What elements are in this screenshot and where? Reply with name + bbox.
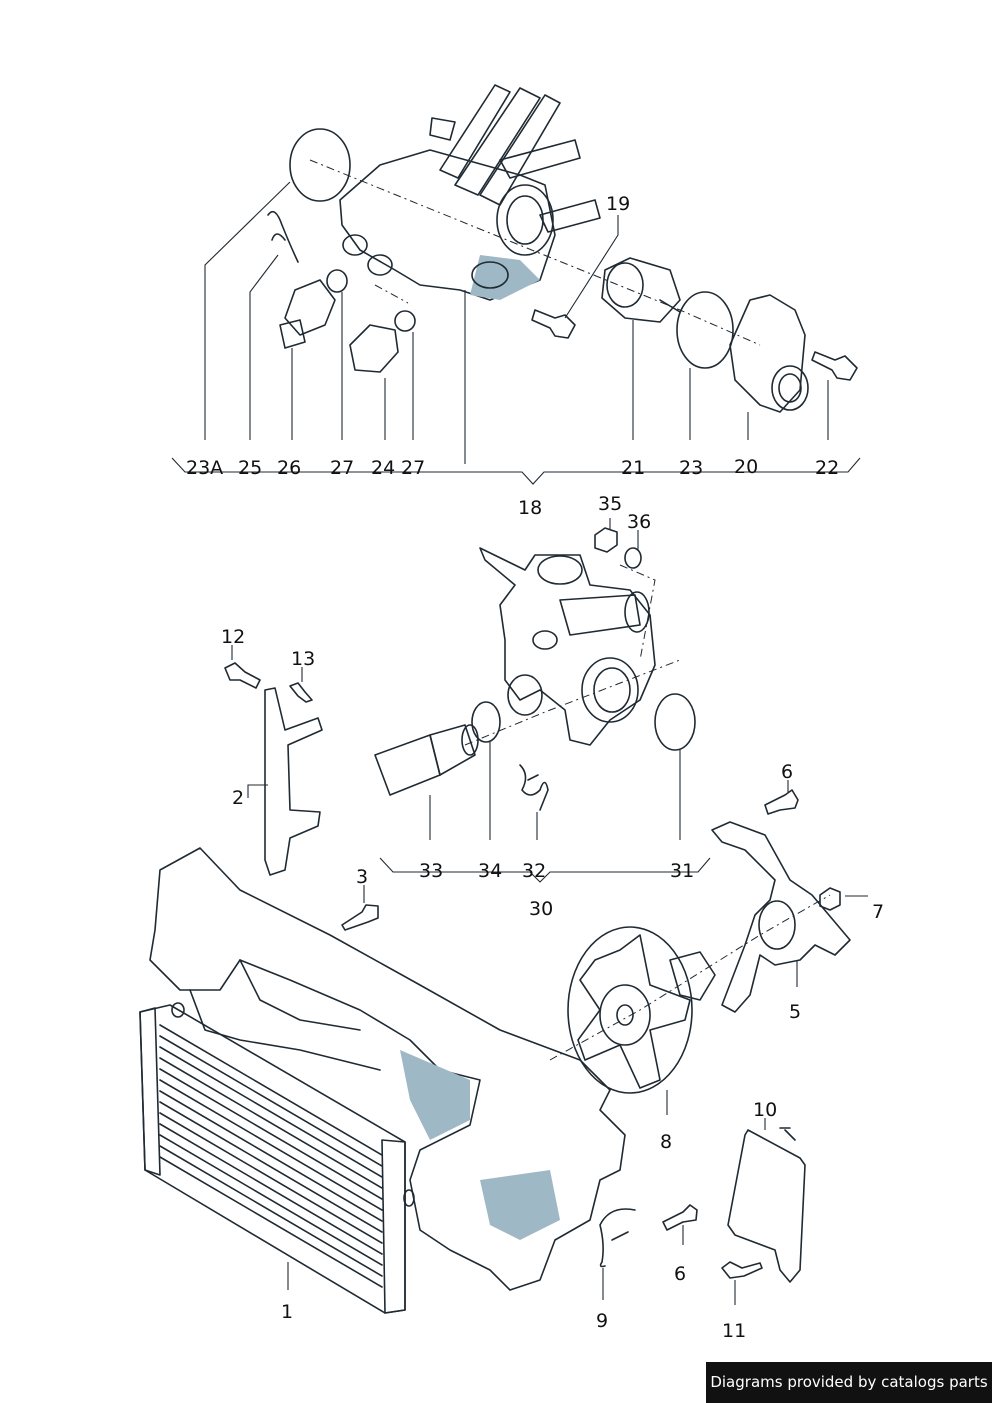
o-ring-23a <box>289 128 351 202</box>
label-6: 6 <box>674 1263 686 1285</box>
label-34: 34 <box>478 860 502 882</box>
screw-11 <box>721 1261 763 1279</box>
label-12: 12 <box>221 626 245 648</box>
radiator-fin <box>159 1090 383 1222</box>
radiator-fin <box>159 1112 383 1244</box>
label-3: 3 <box>356 866 368 888</box>
washer-36 <box>624 547 642 569</box>
seal-34 <box>471 701 501 743</box>
sensor-33 <box>374 724 479 796</box>
bolt-22 <box>811 351 858 381</box>
label-18: 18 <box>518 497 542 519</box>
radiator-fin <box>159 1145 383 1277</box>
label-6: 6 <box>781 761 793 783</box>
clip-32 <box>519 764 549 811</box>
o-ring-23 <box>676 291 734 369</box>
seal-ring-27b <box>394 310 416 332</box>
temp-sensor-26 <box>279 279 336 349</box>
label-22: 22 <box>815 457 839 479</box>
bracket-5 <box>711 821 851 1013</box>
clip-9 <box>599 1208 636 1268</box>
radiator-fin <box>159 1079 383 1211</box>
plug-24 <box>349 324 399 373</box>
label-9: 9 <box>596 1310 608 1332</box>
lock-carrier-frame <box>149 847 626 1291</box>
seal-ring-27a <box>326 269 348 293</box>
fan-ring-5 <box>758 900 796 950</box>
label-23: 23 <box>679 457 703 479</box>
nut-7 <box>819 887 841 911</box>
bolt-12 <box>224 662 261 689</box>
label-1: 1 <box>281 1301 293 1323</box>
label-7: 7 <box>872 901 884 923</box>
radiator-fin <box>159 1024 383 1156</box>
clip-25 <box>267 210 299 263</box>
label-19: 19 <box>606 193 630 215</box>
label-25: 25 <box>238 457 262 479</box>
bolt-6-lower <box>662 1204 698 1231</box>
radiator-fin <box>159 1035 383 1167</box>
label-26: 26 <box>277 457 301 479</box>
label-24: 24 <box>371 457 395 479</box>
label-27: 27 <box>330 457 354 479</box>
label-8: 8 <box>660 1131 672 1153</box>
thermostat-21 <box>601 257 681 323</box>
label-31: 31 <box>670 860 694 882</box>
fan-8 <box>567 926 716 1094</box>
label-23A: 23A <box>186 457 223 479</box>
radiator-fin <box>159 1046 383 1178</box>
label-36: 36 <box>627 511 651 533</box>
label-35: 35 <box>598 493 622 515</box>
label-10: 10 <box>753 1099 777 1121</box>
label-33: 33 <box>419 860 443 882</box>
o-ring-31 <box>654 693 696 751</box>
screw-3 <box>341 904 379 931</box>
label-20: 20 <box>734 456 758 478</box>
label-30: 30 <box>529 898 553 920</box>
bolt-19 <box>531 309 576 339</box>
label-21: 21 <box>621 457 645 479</box>
nut-35 <box>594 527 618 553</box>
label-32: 32 <box>522 860 546 882</box>
label-13: 13 <box>291 648 315 670</box>
bolt-6-upper <box>764 789 799 815</box>
air-duct-10 <box>727 1129 806 1283</box>
label-2: 2 <box>232 787 244 809</box>
radiator-fin <box>159 1134 383 1266</box>
radiator-fin <box>159 1068 383 1200</box>
label-11: 11 <box>722 1320 746 1342</box>
coolant-flange-assembly <box>339 84 601 301</box>
coolant-housing-30 <box>479 547 656 746</box>
radiator-1 <box>139 1002 415 1314</box>
screw-13 <box>289 682 313 703</box>
radiator-fin <box>159 1123 383 1255</box>
bracket-2 <box>264 687 323 876</box>
radiator-fin <box>159 1057 383 1189</box>
radiator-fin <box>159 1156 383 1288</box>
label-5: 5 <box>789 1001 801 1023</box>
connecting-flange-20 <box>729 294 809 413</box>
credit-banner: Diagrams provided by catalogs parts <box>706 1362 992 1403</box>
radiator-fin <box>159 1101 383 1233</box>
label-27: 27 <box>401 457 425 479</box>
